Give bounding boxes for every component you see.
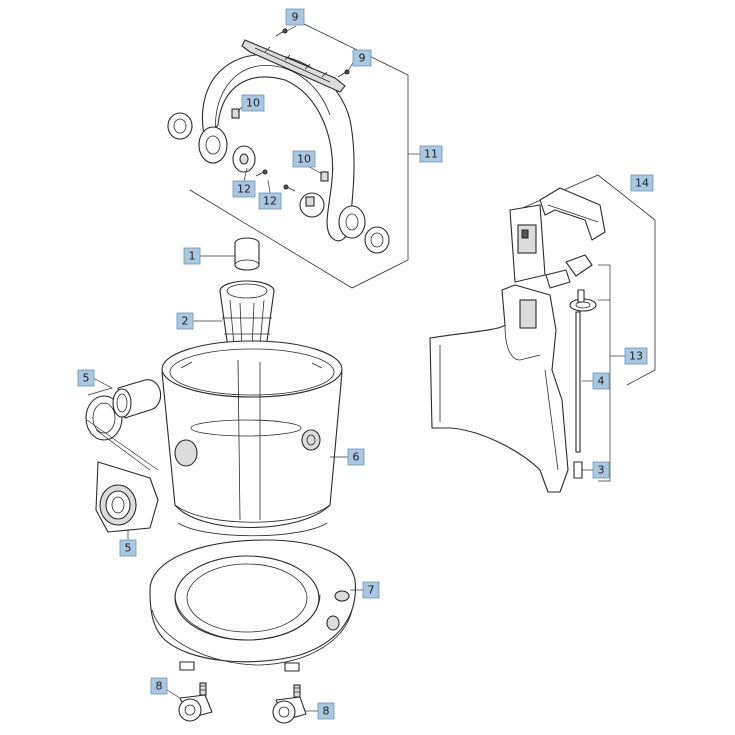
callout-4: 4: [592, 372, 610, 390]
callout-12-left: 12: [232, 180, 256, 198]
screw-9-top: [275, 28, 288, 37]
svg-text:5: 5: [125, 542, 132, 555]
end-cap-right: [364, 226, 390, 254]
clip-10-right: [320, 171, 329, 182]
float-cap: [234, 243, 260, 271]
callout-14: 14: [630, 174, 654, 192]
svg-text:2: 2: [182, 315, 189, 328]
callout-1: 1: [183, 247, 201, 265]
svg-text:12: 12: [237, 183, 251, 196]
tub-socket: [301, 429, 321, 451]
svg-text:7: 7: [368, 584, 375, 597]
callout-5-upper: 5: [77, 369, 95, 387]
svg-text:10: 10: [297, 153, 311, 166]
callout-2: 2: [176, 312, 194, 330]
svg-text:9: 9: [359, 52, 366, 65]
svg-text:4: 4: [598, 375, 605, 388]
container-bin: [161, 340, 343, 537]
svg-text:13: 13: [629, 350, 643, 363]
svg-text:8: 8: [156, 680, 163, 693]
callout-3: 3: [592, 461, 610, 479]
group-frame-11: [189, 21, 409, 289]
end-cap-left: [167, 112, 193, 140]
svg-text:12: 12: [263, 195, 277, 208]
callout-11: 11: [419, 145, 443, 163]
callout-13: 13: [624, 347, 648, 365]
svg-text:14: 14: [635, 177, 649, 190]
float-tip: [573, 461, 583, 479]
svg-text:3: 3: [598, 464, 605, 477]
front-panel: [429, 284, 569, 493]
callout-12-right: 12: [258, 192, 282, 210]
float-rod: [575, 311, 581, 453]
leader-lines: [86, 25, 625, 712]
group-frame-14: [517, 174, 656, 386]
tub-body: [161, 371, 343, 529]
svg-text:9: 9: [292, 11, 299, 24]
handle-pivot-right: [338, 205, 366, 239]
svg-text:10: 10: [246, 97, 260, 110]
callout-5-lower: 5: [119, 539, 137, 557]
castor-wheel-left: [178, 698, 202, 722]
tub-inlet-hole: [174, 439, 198, 467]
filter-basket: [219, 237, 275, 356]
svg-text:1: 1: [189, 250, 196, 263]
screw-12-right: [283, 184, 296, 192]
screw-9-right: [337, 69, 350, 78]
base-chassis: [149, 539, 356, 672]
callout-8-left: 8: [150, 677, 168, 695]
handle-grip: [241, 39, 346, 93]
switch-lever: [565, 254, 593, 277]
handle-assembly: [167, 21, 409, 289]
inlet-fitting-lower: [95, 461, 159, 533]
front-assembly: [429, 174, 656, 493]
callout-10-left: 10: [241, 94, 265, 112]
handle-pivot-left: [198, 126, 228, 164]
castor-left: [178, 682, 213, 722]
castor-right: [272, 684, 307, 724]
callout-9-top: 9: [285, 8, 305, 26]
clip-10-left: [231, 108, 240, 119]
svg-text:6: 6: [353, 451, 360, 464]
svg-text:11: 11: [424, 148, 438, 161]
top-cover: [539, 187, 606, 241]
svg-text:5: 5: [83, 372, 90, 385]
callout-7: 7: [362, 581, 380, 599]
callout-6: 6: [347, 448, 365, 466]
castor-wheel-right: [272, 700, 296, 724]
clip-10-lower: [305, 196, 315, 207]
callout-10-right: 10: [292, 150, 316, 168]
connector-plug: [545, 269, 571, 289]
svg-text:8: 8: [323, 705, 330, 718]
inlet-fitting-upper: [85, 379, 162, 441]
callout-8-right: 8: [317, 702, 335, 720]
callout-9-right: 9: [352, 49, 372, 67]
screw-12-left: [255, 169, 268, 177]
